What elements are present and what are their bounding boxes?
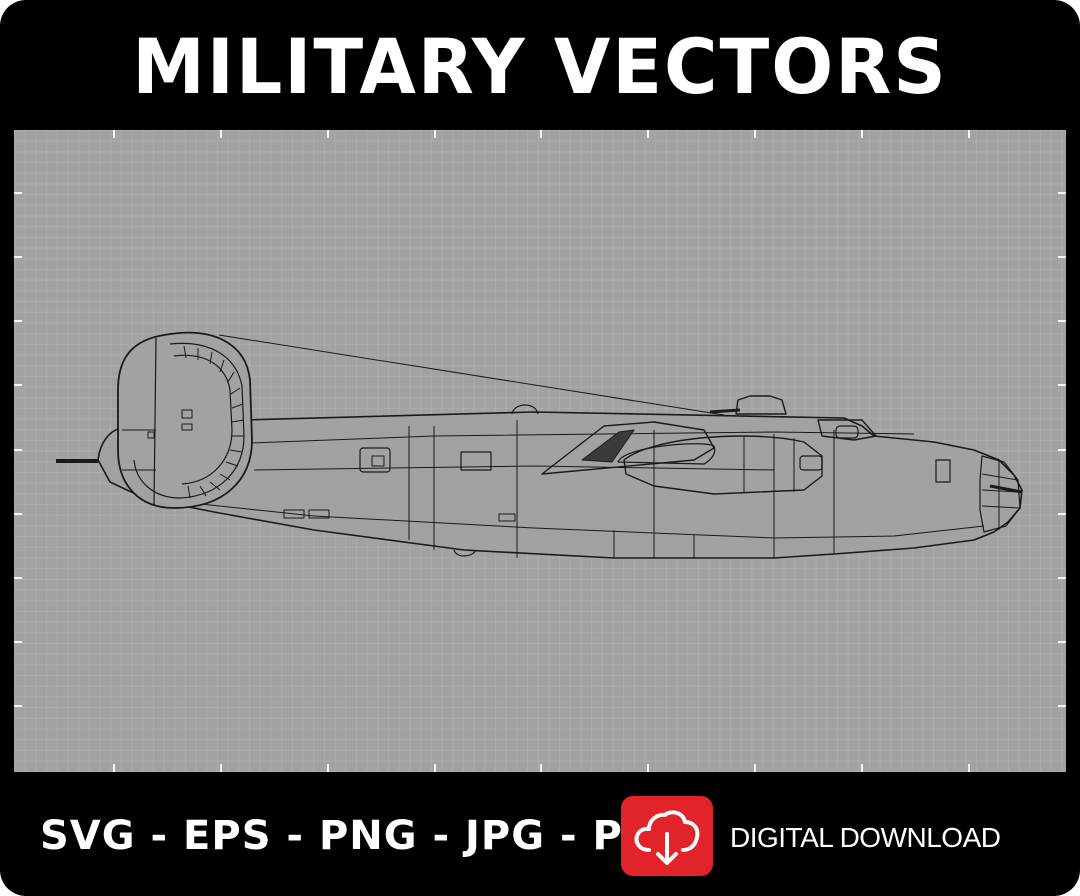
cockpit: [817, 419, 877, 441]
nose-glazing: [979, 455, 1021, 533]
grid-ticks: [14, 130, 1066, 772]
fuselage: [97, 411, 1023, 559]
rudder-ribs: [183, 345, 245, 499]
blueprint-panel: [14, 130, 1066, 772]
top-turret: [735, 395, 787, 415]
wing-root: [541, 421, 715, 475]
tail-fin: [117, 331, 253, 509]
aircraft-line-art: [56, 331, 1023, 559]
digital-download-label: DIGITAL DOWNLOAD: [730, 822, 1001, 853]
cloud-download-icon: [621, 796, 713, 876]
banner-title: MILITARY VECTORS: [132, 22, 948, 111]
aircraft-illustration: [14, 130, 1066, 772]
file-formats-label: SVG - EPS - PNG - JPG - PDF: [40, 813, 686, 859]
antenna-wire: [218, 334, 725, 416]
